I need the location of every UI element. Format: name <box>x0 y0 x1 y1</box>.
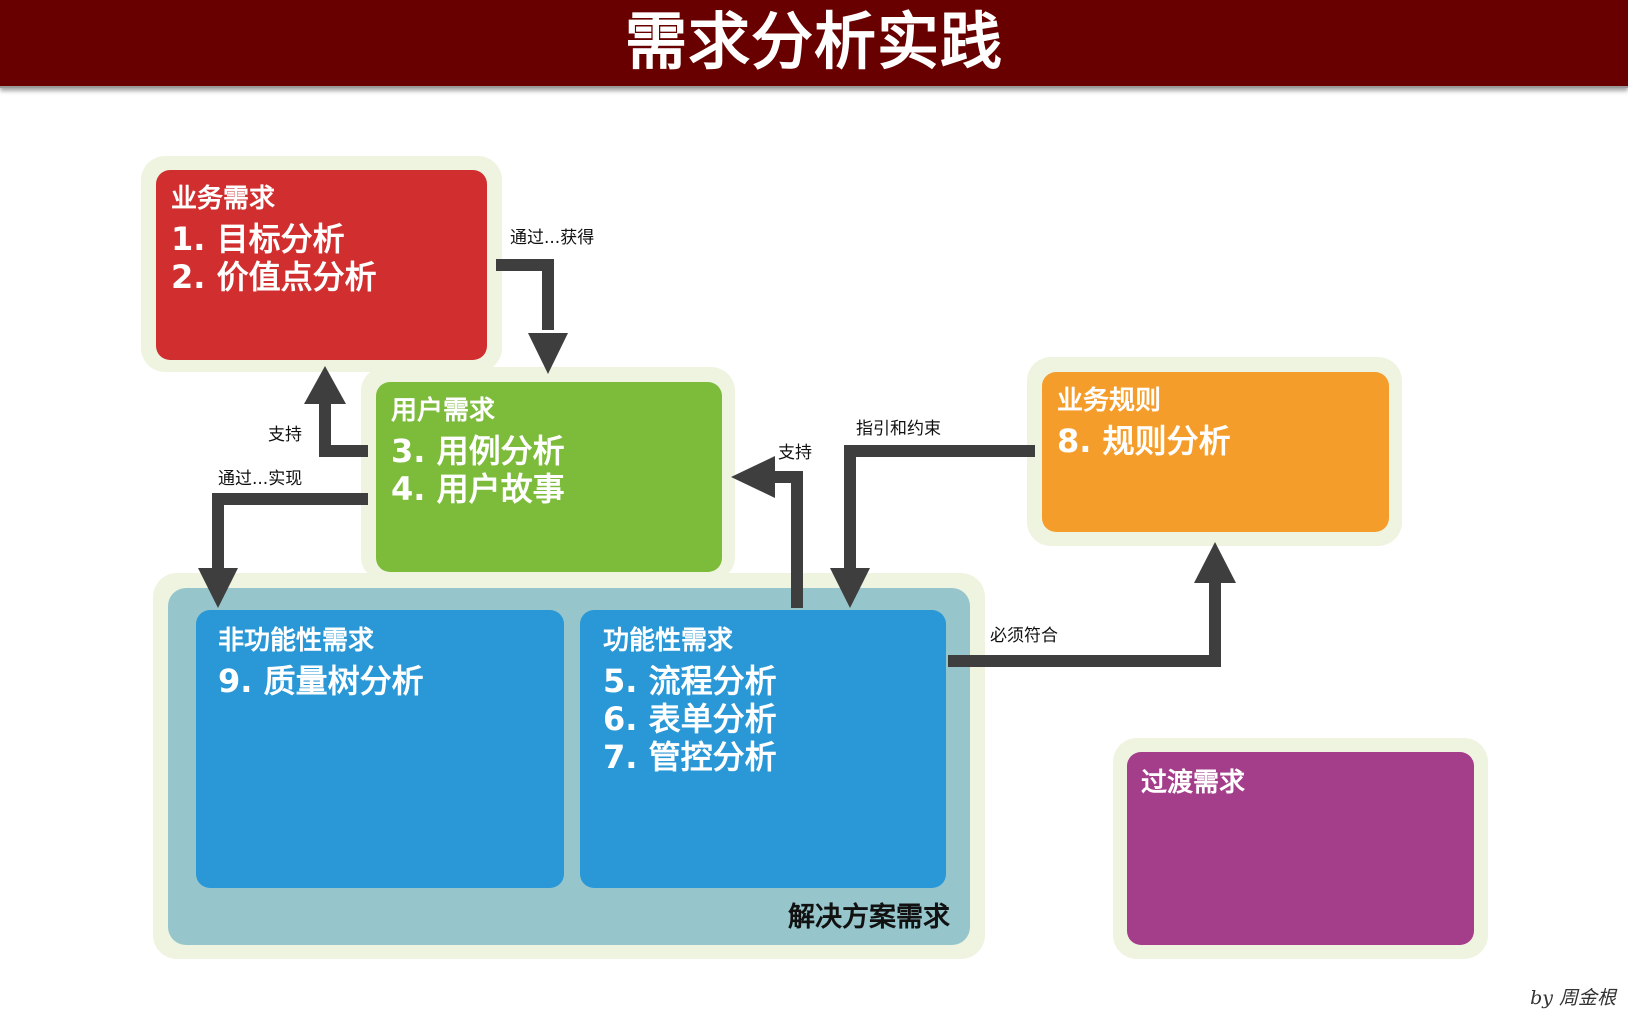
functional-item-3: 7. 管控分析 <box>603 738 777 776</box>
arrowhead-down-2 <box>198 568 238 608</box>
functional-item-2: 6. 表单分析 <box>603 700 777 738</box>
business-rules-heading: 业务规则 <box>1057 386 1162 416</box>
business-requirements-heading: 业务需求 <box>171 184 276 214</box>
transition-requirements-box: 过渡需求 <box>1127 752 1474 945</box>
page-title: 需求分析实践 <box>624 5 1003 78</box>
rule-item-1: 8. 规则分析 <box>1057 422 1231 460</box>
arrowhead-up-2 <box>1194 542 1236 583</box>
label-must-comply: 必须符合 <box>990 626 1058 646</box>
label-realize-through: 通过...实现 <box>218 469 303 489</box>
nonfunctional-item-1: 9. 质量树分析 <box>218 662 424 700</box>
label-support-2: 支持 <box>778 443 812 463</box>
arrow-user-to-business <box>319 400 368 457</box>
nonfunctional-heading: 非功能性需求 <box>218 626 375 656</box>
functional-requirements-box: 功能性需求 5. 流程分析 6. 表单分析 7. 管控分析 <box>580 610 946 888</box>
solution-requirements-label: 解决方案需求 <box>788 902 950 933</box>
arrow-functional-to-rules <box>948 580 1221 667</box>
business-item-1: 1. 目标分析 <box>171 220 345 258</box>
functional-item-1: 5. 流程分析 <box>603 662 777 700</box>
nonfunctional-requirements-box: 非功能性需求 9. 质量树分析 <box>196 610 564 888</box>
arrowhead-up-1 <box>304 366 346 404</box>
arrowhead-down-3 <box>830 568 870 608</box>
title-bar: 需求分析实践 <box>0 0 1628 88</box>
label-support-1: 支持 <box>268 425 302 445</box>
business-requirements-box: 业务需求 1. 目标分析 2. 价值点分析 <box>156 170 487 360</box>
functional-heading: 功能性需求 <box>603 626 734 656</box>
arrowhead-down-1 <box>528 333 568 374</box>
business-rules-box: 业务规则 8. 规则分析 <box>1042 372 1389 532</box>
arrow-business-to-user <box>496 259 554 330</box>
author-credit: by 周金根 <box>1530 987 1616 1009</box>
arrow-user-to-nonfunctional <box>212 493 368 570</box>
user-requirements-heading: 用户需求 <box>391 396 496 426</box>
label-obtain-through: 通过...获得 <box>510 228 595 248</box>
label-guide-constrain: 指引和约束 <box>856 419 941 439</box>
user-item-2: 4. 用户故事 <box>391 470 565 508</box>
arrow-functional-to-user <box>771 471 803 608</box>
arrowhead-left-1 <box>731 456 775 498</box>
business-item-2: 2. 价值点分析 <box>171 258 377 296</box>
user-requirements-box: 用户需求 3. 用例分析 4. 用户故事 <box>376 382 722 572</box>
user-item-1: 3. 用例分析 <box>391 432 565 470</box>
arrow-rules-to-functional <box>844 445 1035 570</box>
transition-heading: 过渡需求 <box>1141 768 1246 798</box>
